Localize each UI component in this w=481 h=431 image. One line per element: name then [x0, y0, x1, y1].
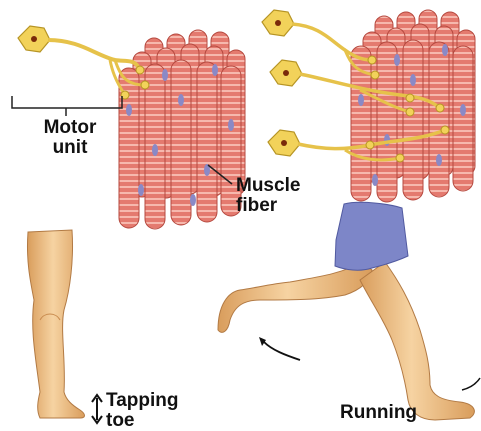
motor-unit-bracket [12, 96, 122, 116]
motor-unit-label-line2: unit [40, 138, 100, 158]
muscle-bundle-left [119, 30, 245, 229]
running-legs [218, 202, 474, 420]
tapping-toe-label: Tapping toe [106, 391, 196, 431]
tapping-toe-label-line2: toe [106, 411, 196, 431]
muscle-fiber-label: Muscle fiber [236, 176, 316, 216]
muscle-fiber-label-line2: fiber [236, 196, 316, 216]
up-down-arrow-icon [92, 395, 102, 423]
curved-motion-arrow-icon [259, 337, 480, 390]
motor-unit-label-line1: Motor [40, 118, 100, 138]
standing-leg [27, 230, 84, 418]
motor-unit-label: Motor unit [40, 118, 100, 158]
running-label: Running [340, 403, 440, 423]
muscle-bundle-right [351, 10, 475, 202]
muscle-fiber-label-line1: Muscle [236, 176, 316, 196]
tapping-toe-label-line1: Tapping [106, 391, 196, 411]
